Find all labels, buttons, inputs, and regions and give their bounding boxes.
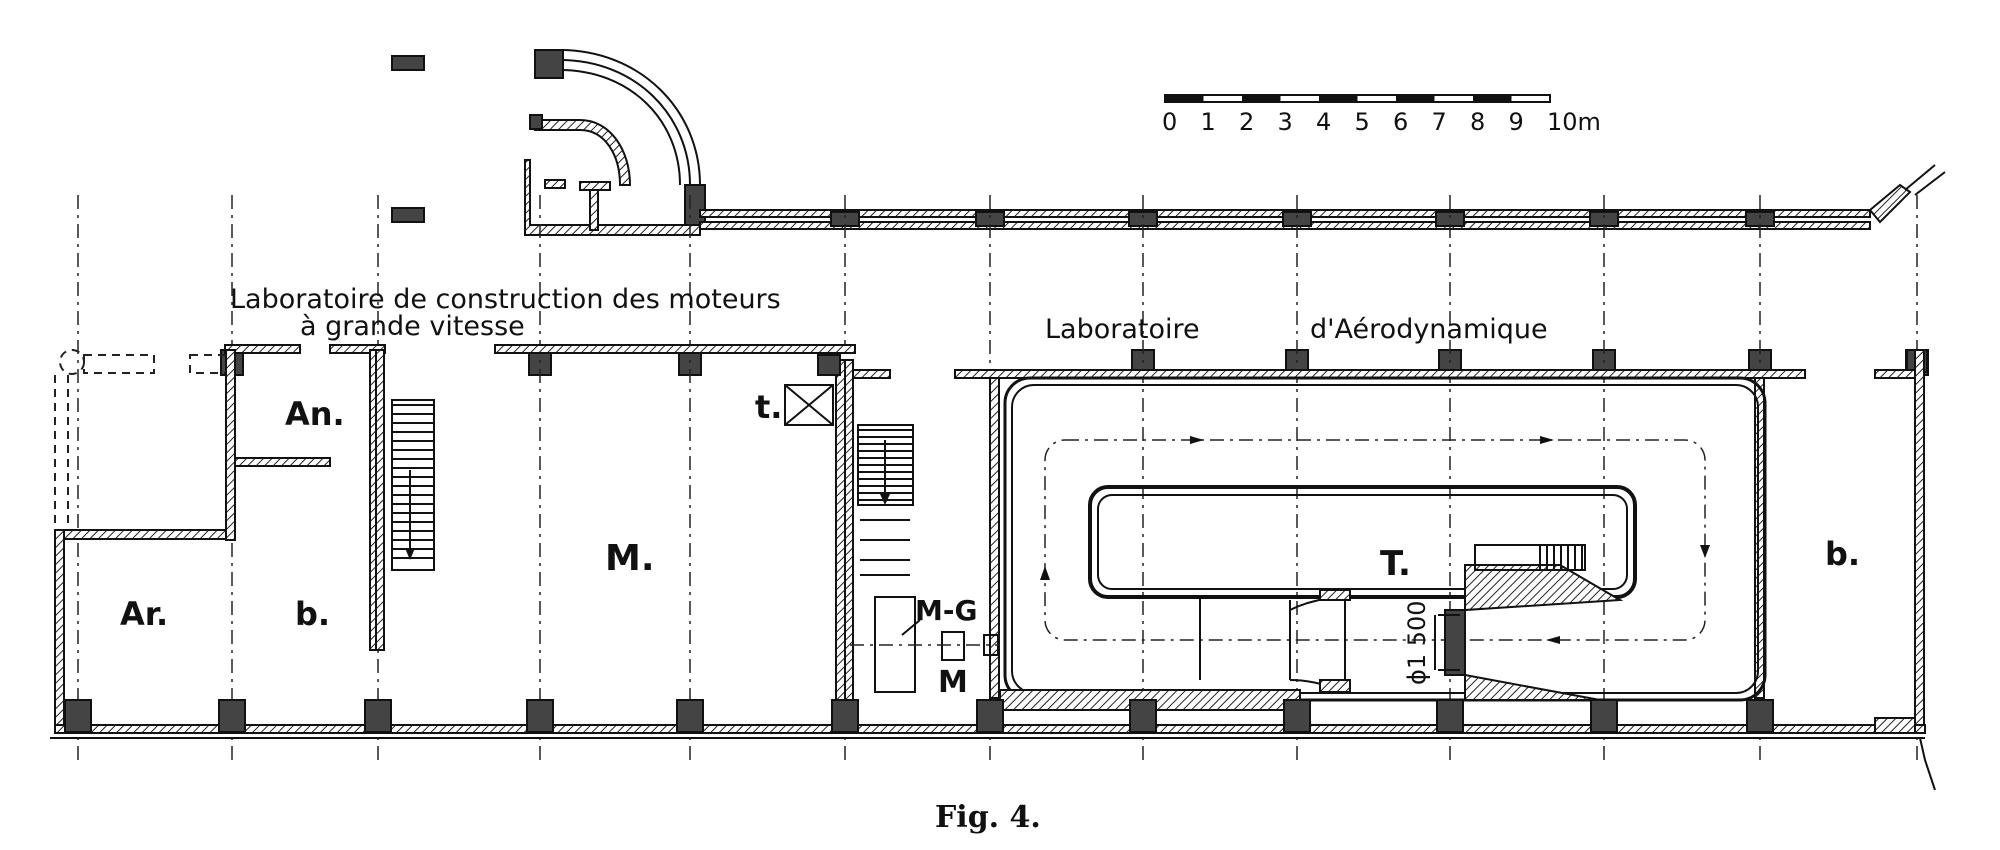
scale-tick-label: 8 xyxy=(1470,108,1485,136)
lab-aero-title-part2: d'Aérodynamique xyxy=(1310,314,1548,345)
bottom-pillars xyxy=(64,699,1774,733)
pillar xyxy=(676,699,704,733)
lab-aero-title-part1: Laboratoire xyxy=(1045,314,1200,345)
scale-tick-label: 2 xyxy=(1239,108,1254,136)
diameter-label: ϕ1 500 xyxy=(1403,600,1431,685)
room-label-mg: M-G xyxy=(915,594,977,627)
scale-tick-label: 6 xyxy=(1393,108,1408,136)
curved-duct xyxy=(524,49,706,236)
scale-tick-label: 4 xyxy=(1316,108,1331,136)
pillar xyxy=(64,699,92,733)
pillar xyxy=(1129,699,1157,733)
pillar xyxy=(1435,211,1465,227)
room-label-m-small: M xyxy=(938,665,968,700)
scale-tick-label: 3 xyxy=(1278,108,1293,136)
pillar xyxy=(1282,211,1312,227)
pillar xyxy=(1128,211,1158,227)
pillar xyxy=(976,699,1004,733)
figure-caption: Fig. 4. xyxy=(935,800,1041,835)
text-labels: Laboratoire de construction des moteurs … xyxy=(120,284,1860,835)
pillar xyxy=(526,699,554,733)
lab-moteurs-title-line1: Laboratoire de construction des moteurs xyxy=(230,284,781,315)
left-building xyxy=(54,344,914,731)
pillar xyxy=(1283,699,1311,733)
scale-tick-label: 0 xyxy=(1162,108,1177,136)
pillar xyxy=(364,699,392,733)
scale-tick-label: 7 xyxy=(1432,108,1447,136)
room-label-b-right: b. xyxy=(1825,535,1860,573)
room-label-ar: Ar. xyxy=(120,595,168,633)
pillar xyxy=(1590,699,1618,733)
pillar xyxy=(831,699,859,733)
scale-tick-label: 1 xyxy=(1201,108,1216,136)
pillar xyxy=(830,211,860,227)
pillar xyxy=(975,211,1005,227)
room-label-an: An. xyxy=(285,395,345,433)
room-label-m: M. xyxy=(605,538,655,579)
scale-tick-label: 9 xyxy=(1509,108,1524,136)
pillar xyxy=(1746,699,1774,733)
right-building xyxy=(850,349,1925,731)
scale-tick-label: 10m xyxy=(1547,108,1601,136)
pillar-marker xyxy=(391,207,425,223)
pillar xyxy=(1589,211,1619,227)
pillar xyxy=(1745,211,1775,227)
pillar xyxy=(218,699,246,733)
lab-moteurs-title-line2: à grande vitesse xyxy=(300,311,525,342)
pillar xyxy=(1436,699,1464,733)
pillar-marker xyxy=(391,55,425,71)
tunnel-label-t: T. xyxy=(1380,544,1411,584)
room-label-b-left: b. xyxy=(295,595,330,633)
room-label-t-small: t. xyxy=(755,388,782,426)
scale-tick-label: 5 xyxy=(1355,108,1370,136)
